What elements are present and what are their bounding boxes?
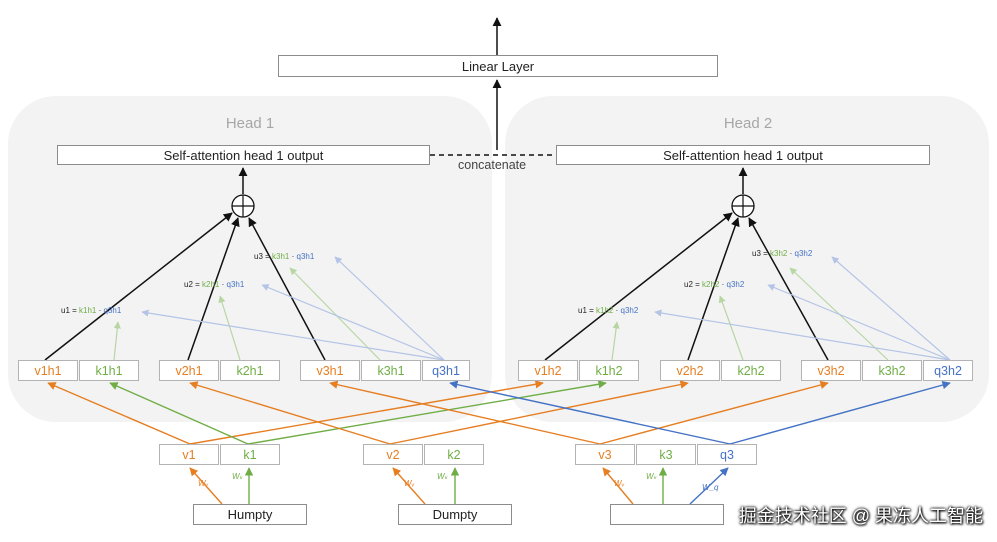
head-1-u1-label: u1 = k1h1 · q3h1 bbox=[61, 306, 122, 315]
head-2-title: Head 2 bbox=[723, 115, 773, 132]
head-1-v1-cell: v1h1 bbox=[18, 360, 78, 381]
head-2-v3-cell: v3h2 bbox=[801, 360, 861, 381]
head-1-u2-label: u2 = k2h1 · q3h1 bbox=[184, 280, 245, 289]
linear-layer-box: Linear Layer bbox=[278, 55, 718, 77]
watermark-text: 掘金技术社区 @ 果冻人工智能 bbox=[738, 506, 983, 526]
weight-wk-label: Wₖ bbox=[646, 472, 657, 481]
weight-wk-label: Wₖ bbox=[232, 472, 243, 481]
head-1-output-box: Self-attention head 1 output bbox=[57, 145, 430, 165]
head-2-u3-label: u3 = k3h2 · q3h2 bbox=[752, 249, 813, 258]
weight-wk-label: Wₖ bbox=[437, 472, 448, 481]
head-2-k3-cell: k3h2 bbox=[862, 360, 922, 381]
concatenate-label: concatenate bbox=[458, 158, 527, 172]
head-2-u1-label: u1 = k1h2 · q3h2 bbox=[578, 306, 639, 315]
word-dumpty-box: Dumpty bbox=[398, 504, 512, 525]
head-1-k2-cell: k2h1 bbox=[220, 360, 280, 381]
head-1-q3-cell: q3h1 bbox=[422, 360, 470, 381]
head-1-k1-cell: k1h1 bbox=[79, 360, 139, 381]
head-2-q3-cell: q3h2 bbox=[923, 360, 973, 381]
vector-v1-cell: v1 bbox=[159, 444, 219, 465]
weight-wv-label: Wᵥ bbox=[198, 479, 209, 488]
weight-wv-label: Wᵥ bbox=[614, 479, 625, 488]
head-2-v2-cell: v2h2 bbox=[660, 360, 720, 381]
vector-k2-cell: k2 bbox=[424, 444, 484, 465]
vector-v2-cell: v2 bbox=[363, 444, 423, 465]
head-2-u2-label: u2 = k2h2 · q3h2 bbox=[684, 280, 745, 289]
vector-k3-cell: k3 bbox=[636, 444, 696, 465]
word-3-box bbox=[610, 504, 724, 525]
vector-v3-cell: v3 bbox=[575, 444, 635, 465]
head-1-v3-cell: v3h1 bbox=[300, 360, 360, 381]
head-2-k2-cell: k2h2 bbox=[721, 360, 781, 381]
vector-k1-cell: k1 bbox=[220, 444, 280, 465]
weight-wv-label: Wᵥ bbox=[404, 479, 415, 488]
vector-q3-cell: q3 bbox=[697, 444, 757, 465]
head-2-output-box: Self-attention head 1 output bbox=[556, 145, 930, 165]
word-humpty-box: Humpty bbox=[193, 504, 307, 525]
head-1-title: Head 1 bbox=[225, 115, 275, 132]
weight-wq-label: W_q bbox=[702, 483, 719, 492]
head-1-v2-cell: v2h1 bbox=[159, 360, 219, 381]
head-1-u3-label: u3 = k3h1 · q3h1 bbox=[254, 252, 315, 261]
head-2-v1-cell: v1h2 bbox=[518, 360, 578, 381]
head-1-k3-cell: k3h1 bbox=[361, 360, 421, 381]
head-2-k1-cell: k1h2 bbox=[579, 360, 639, 381]
